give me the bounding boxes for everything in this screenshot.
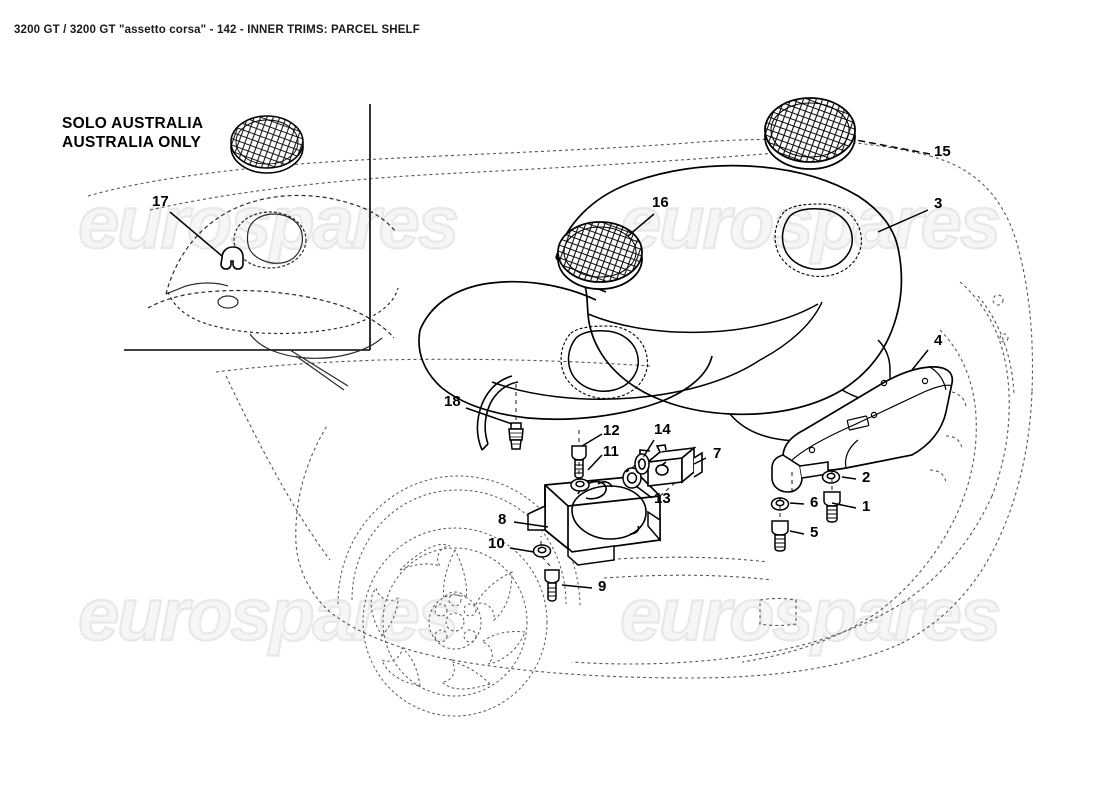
- callout-number-9: 9: [598, 578, 606, 595]
- support-bracket-part7: [639, 444, 703, 487]
- inset-label-line-1: SOLO AUSTRALIA: [62, 115, 204, 132]
- callout-number-2: 2: [862, 469, 870, 486]
- page-title: 3200 GT / 3200 GT "assetto corsa" - 142 …: [14, 24, 420, 36]
- leader-6: [789, 502, 805, 505]
- watermark-text: eurospares: [620, 181, 999, 264]
- leader-8: [513, 521, 549, 528]
- part-10-washer: [532, 544, 552, 558]
- leader-10: [509, 547, 535, 553]
- australia-inset-label: SOLO AUSTRALIA AUSTRALIA ONLY: [62, 114, 203, 152]
- inset-label-line-2: AUSTRALIA ONLY: [62, 134, 202, 151]
- callout-number-11: 11: [603, 443, 619, 460]
- leader-13: [635, 485, 653, 499]
- leader-14: [643, 439, 655, 457]
- speaker-cutout-right: [774, 203, 862, 277]
- watermark-text: eurospares: [78, 181, 457, 264]
- callout-number-5: 5: [810, 524, 818, 541]
- part-14-bush: [634, 453, 650, 475]
- car-body-ghost-outline: [87, 138, 1034, 679]
- leader-9: [561, 584, 593, 589]
- callout-number-7: 7: [713, 445, 721, 462]
- leader-15: [855, 139, 931, 155]
- australia-parcel-shelf: [147, 194, 399, 391]
- part-17-clip: [220, 246, 244, 270]
- callout-number-6: 6: [810, 494, 818, 511]
- leader-2: [841, 476, 857, 480]
- part-1-bolt: [823, 491, 841, 523]
- callout-leader-lines: [169, 139, 931, 589]
- leader-17: [169, 211, 223, 257]
- callout-number-15: 15: [934, 143, 951, 160]
- parcel-shelf-trim-lower: [418, 280, 713, 421]
- callout-number-1: 1: [862, 498, 870, 515]
- watermark-text-outline: eurospares: [620, 181, 999, 264]
- part-2-washer: [821, 470, 841, 484]
- speaker-housing-flanges: [527, 504, 661, 566]
- part-5-bolt: [771, 520, 789, 552]
- callout-number-13: 13: [654, 490, 671, 507]
- leader-7: [693, 457, 707, 465]
- speaker-grille-inset: [230, 115, 304, 174]
- parcel-shelf-flange: [476, 375, 519, 451]
- watermark-text: eurospares: [78, 573, 457, 656]
- leader-16: [627, 213, 655, 237]
- speaker-grille-16: [557, 221, 643, 290]
- leader-4: [911, 349, 929, 371]
- callout-number-12: 12: [603, 422, 620, 439]
- part-11-washer: [570, 478, 590, 492]
- callout-number-10: 10: [488, 535, 505, 552]
- callout-number-18: 18: [444, 393, 461, 410]
- leader-3: [877, 209, 929, 233]
- leader-5: [789, 530, 805, 535]
- callout-number-16: 16: [652, 194, 669, 211]
- leader-1: [831, 502, 857, 509]
- watermark-text-outline: eurospares: [78, 181, 457, 264]
- part-9-bolt: [544, 569, 560, 602]
- watermark-text: eurospares: [620, 573, 999, 656]
- australia-inset-frame: [124, 104, 371, 351]
- leader-18: [465, 407, 513, 425]
- speaker-cutout-left: [560, 325, 648, 399]
- callout-number-17: 17: [152, 193, 169, 210]
- callout-number-4: 4: [934, 332, 943, 349]
- speaker-grille-15: [764, 97, 856, 170]
- rear-shelf-panel-bracket: [771, 454, 829, 493]
- leader-11: [587, 454, 603, 471]
- watermark-text-outline: eurospares: [78, 573, 457, 656]
- assembly-construction-lines: [515, 384, 833, 569]
- callout-number-14: 14: [654, 421, 671, 438]
- leader-12: [581, 433, 603, 447]
- part-18-stud: [508, 422, 524, 450]
- callout-number-8: 8: [498, 511, 506, 528]
- callout-number-3: 3: [934, 195, 942, 212]
- rear-shelf-panel-detail: [789, 366, 953, 469]
